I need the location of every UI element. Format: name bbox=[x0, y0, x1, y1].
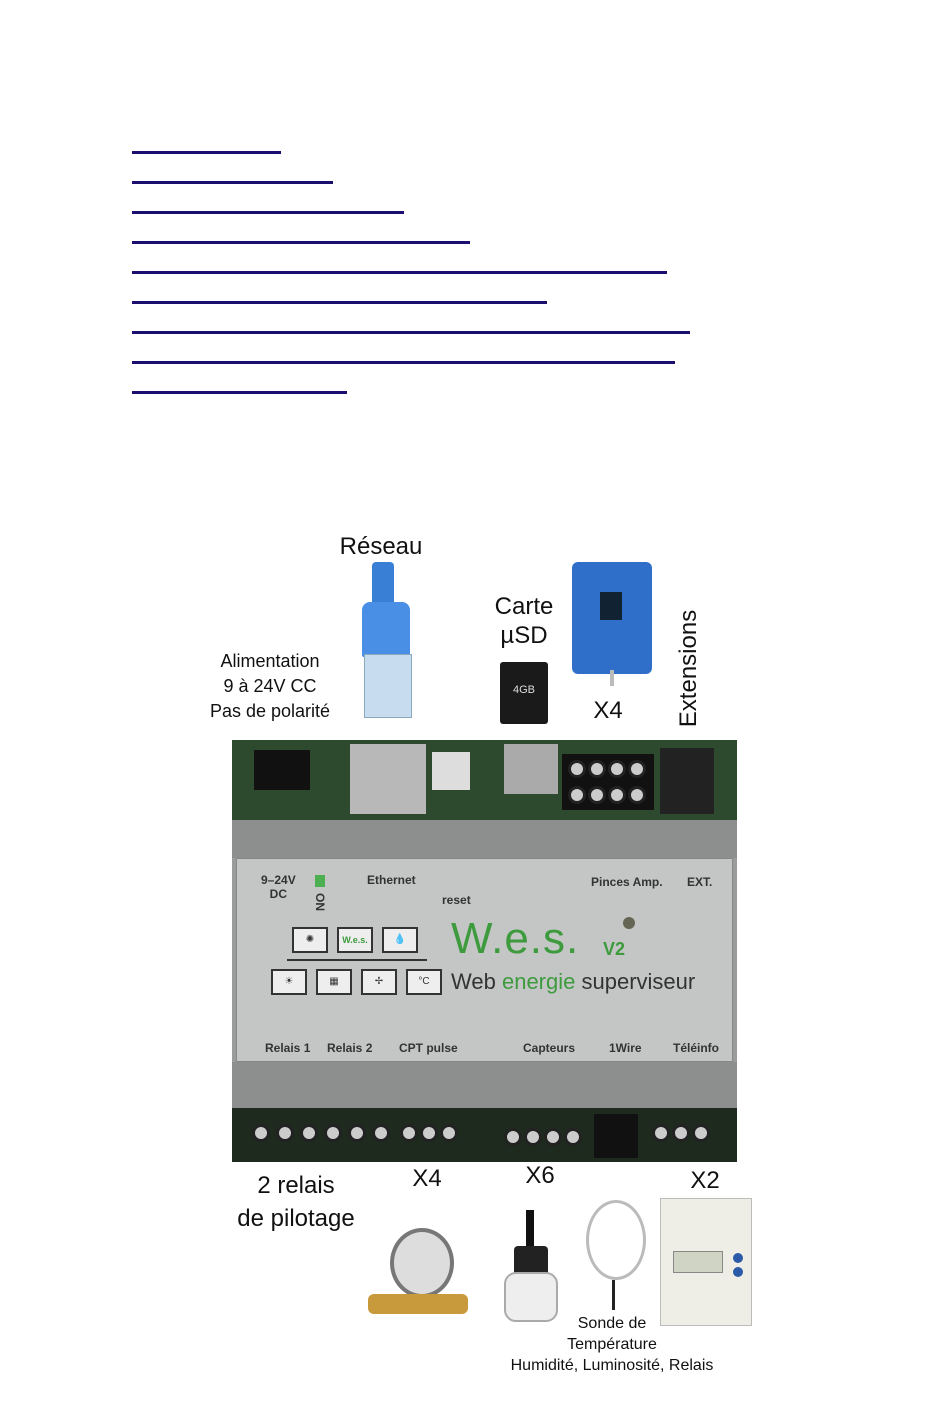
status-led bbox=[623, 917, 635, 929]
label-alimentation: Alimentation bbox=[220, 651, 320, 671]
toc-link-2[interactable] bbox=[132, 181, 333, 184]
toc-link-8[interactable] bbox=[132, 361, 675, 364]
tagline: Web energie superviseur bbox=[451, 969, 695, 995]
label-ext: EXT. bbox=[687, 875, 713, 889]
label-ethernet: Ethernet bbox=[367, 873, 416, 887]
label-voltage: 9 à 24V CC bbox=[223, 676, 317, 696]
label-relais2: Relais 2 bbox=[327, 1041, 373, 1055]
toc-link-5[interactable] bbox=[132, 271, 667, 274]
label-polarity: Pas de polarité bbox=[209, 701, 331, 721]
label-de-pilotage: de pilotage bbox=[237, 1205, 355, 1232]
label-x4-top: X4 bbox=[593, 697, 623, 724]
on-led bbox=[315, 875, 325, 887]
extension-port bbox=[660, 748, 714, 814]
tagline-web: Web bbox=[451, 969, 496, 994]
reset-button[interactable] bbox=[432, 752, 470, 790]
top-terminal-strip bbox=[232, 740, 737, 820]
electric-meter-image bbox=[660, 1198, 752, 1326]
wes-icon: W.e.s. bbox=[337, 927, 373, 953]
label-pinces: Pinces Amp. bbox=[591, 875, 663, 889]
label-usd: µSD bbox=[500, 622, 548, 649]
pulse-sensor-image bbox=[502, 1210, 560, 1322]
solar-panel-icon: ▦ bbox=[316, 969, 352, 995]
label-1wire: 1Wire bbox=[609, 1041, 642, 1055]
label-teleinfo: Téléinfo bbox=[673, 1041, 720, 1055]
toc-link-4[interactable] bbox=[132, 241, 470, 244]
toc-link-9[interactable] bbox=[132, 391, 347, 394]
bottom-terminal-strip bbox=[232, 1108, 737, 1162]
water-drop-icon: 💧 bbox=[382, 927, 418, 953]
clamp-terminals bbox=[562, 754, 654, 810]
label-on: ON bbox=[313, 893, 327, 911]
label-2-relais: 2 relais bbox=[257, 1172, 335, 1199]
label-cpt-pulse: CPT pulse bbox=[399, 1041, 458, 1055]
wes-logo: W.e.s. bbox=[451, 914, 580, 963]
toc-link-6[interactable] bbox=[132, 301, 547, 304]
bulb-icon: ✺ bbox=[292, 927, 328, 953]
thermometer-icon: °C bbox=[406, 969, 442, 995]
gas-burner-icon: ☀ bbox=[271, 969, 307, 995]
sd-card-text: 4GB bbox=[512, 684, 535, 696]
label-extensions: Extensions bbox=[675, 609, 703, 728]
label-x6: X6 bbox=[525, 1162, 555, 1189]
label-reseau: Réseau bbox=[339, 533, 423, 560]
temperature-probe-image bbox=[582, 1180, 650, 1310]
water-meter-image bbox=[368, 1228, 470, 1323]
ethernet-port bbox=[350, 744, 426, 814]
version-badge: V2 bbox=[603, 939, 626, 959]
label-x4-bottom: X4 bbox=[412, 1165, 442, 1192]
tagline-superviseur: superviseur bbox=[581, 969, 696, 994]
label-sonde: Sonde de bbox=[577, 1315, 647, 1332]
ethernet-cable-image bbox=[360, 562, 416, 722]
label-power: 9–24V bbox=[261, 873, 296, 887]
toc-link-1[interactable] bbox=[132, 151, 281, 154]
current-clamp-image bbox=[572, 562, 652, 686]
label-relais1: Relais 1 bbox=[265, 1041, 311, 1055]
sd-card-image: 4GB bbox=[500, 662, 548, 724]
label-capteurs: Capteurs bbox=[523, 1041, 576, 1055]
label-humidite: Humidité, Luminosité, Relais bbox=[510, 1357, 714, 1374]
label-carte: Carte bbox=[494, 593, 554, 620]
label-x2: X2 bbox=[690, 1167, 720, 1194]
label-temperature: Température bbox=[567, 1336, 657, 1353]
label-reset: reset bbox=[442, 893, 471, 907]
toc-link-7[interactable] bbox=[132, 331, 690, 334]
tagline-energie: energie bbox=[501, 969, 576, 994]
label-dc: DC bbox=[269, 887, 288, 901]
wind-turbine-icon: ✢ bbox=[361, 969, 397, 995]
toc-link-3[interactable] bbox=[132, 211, 404, 214]
